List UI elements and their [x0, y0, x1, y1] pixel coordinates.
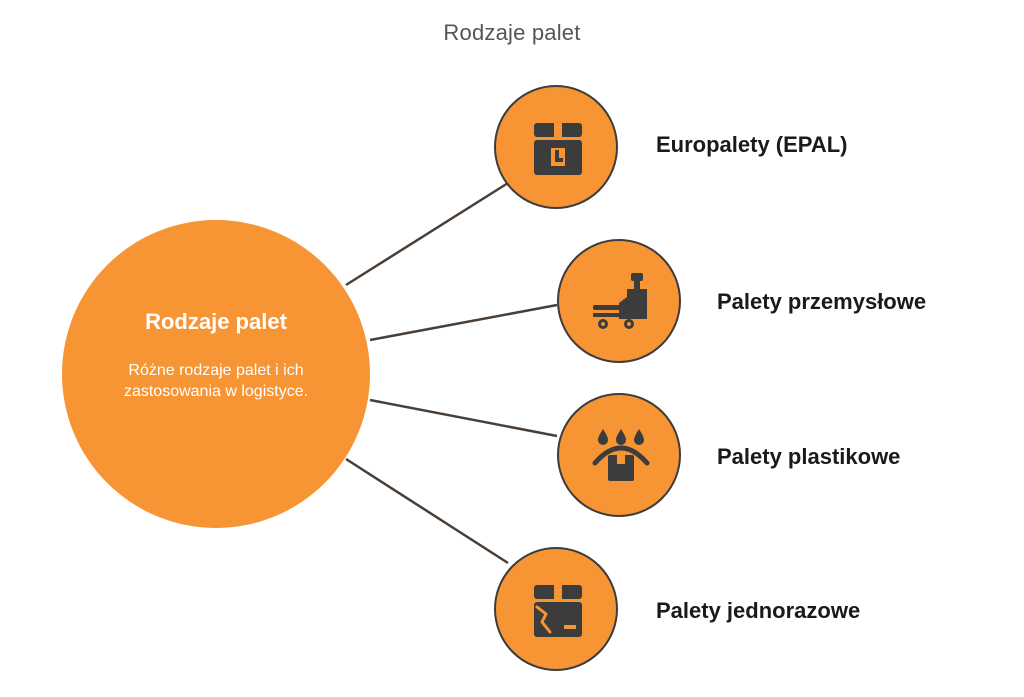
connector-line-2	[369, 303, 558, 342]
node-label-palety-jednorazowe: Palety jednorazowe	[656, 598, 861, 623]
hub-circle: Rodzaje palet Różne rodzaje palet i ich …	[62, 220, 370, 528]
node-label-palety-przemyslowe: Palety przemysłowe	[717, 289, 927, 314]
connector-line-3	[369, 398, 558, 438]
box-clock-icon	[534, 123, 582, 175]
node-palety-przemyslowe	[557, 239, 681, 363]
hub-title: Rodzaje palet	[145, 309, 287, 334]
node-label-europalety: Europalety (EPAL)	[656, 132, 848, 157]
pallet-jack-icon	[593, 273, 647, 329]
node-label-palety-plastikowe: Palety plastikowe	[717, 444, 901, 469]
broken-box-icon	[534, 585, 582, 637]
page-title: Rodzaje palet	[443, 20, 581, 45]
connector-line-1	[345, 181, 509, 287]
connector-line-4	[345, 457, 509, 565]
node-palety-plastikowe	[557, 393, 681, 517]
node-palety-jednorazowe	[494, 547, 618, 671]
box-under-drops-icon	[592, 429, 650, 481]
node-europalety	[494, 85, 618, 209]
hub-description: Różne rodzaje palet i ich zastosowania w…	[123, 362, 309, 400]
